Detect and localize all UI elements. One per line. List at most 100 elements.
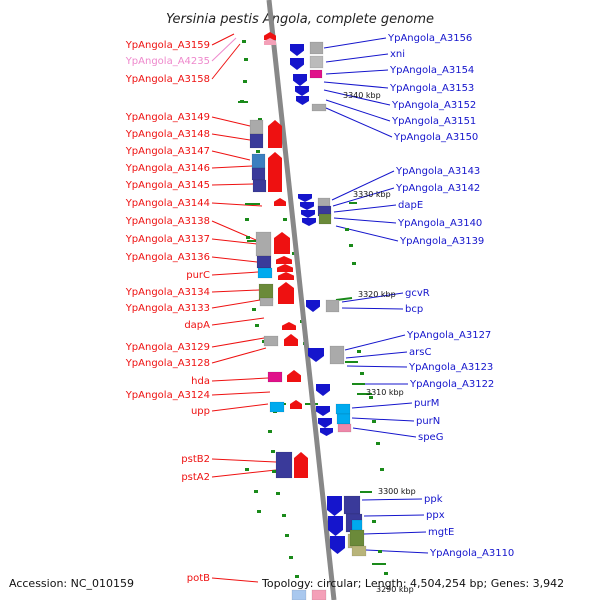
tick-mark-31 xyxy=(282,514,286,517)
tick-mark-0 xyxy=(242,40,246,43)
tick-mark-7 xyxy=(246,236,250,239)
gene-glyph-63 xyxy=(349,529,365,547)
tick-mark-30 xyxy=(276,492,280,495)
right-connector-5 xyxy=(325,99,391,122)
right-connector-23 xyxy=(363,531,427,535)
left-connector-2 xyxy=(211,43,241,80)
right-connector-20 xyxy=(352,427,417,438)
gene-glyph-17 xyxy=(268,152,282,192)
right-connector-0 xyxy=(323,37,387,49)
tick-mark-6 xyxy=(245,218,249,221)
left-connector-19 xyxy=(211,391,271,396)
right-gene-label-23: mgtE xyxy=(428,527,454,538)
left-gene-label-9: YpAngola_A3138 xyxy=(125,216,210,227)
gene-glyph-16 xyxy=(252,179,267,193)
left-connector-6 xyxy=(211,165,253,169)
tick-mark-34 xyxy=(295,575,299,578)
left-connector-23 xyxy=(211,577,259,583)
tick-mark-21 xyxy=(372,420,376,423)
left-connector-12 xyxy=(211,271,259,276)
right-connector-3 xyxy=(323,81,389,89)
left-connector-22 xyxy=(211,469,277,478)
left-gene-label-17: YpAngola_A3128 xyxy=(125,358,210,369)
left-gene-label-0: YpAngola_A3159 xyxy=(125,40,210,51)
right-gene-label-2: YpAngola_A3154 xyxy=(389,65,474,76)
left-connector-7 xyxy=(211,183,254,186)
gene-glyph-22 xyxy=(302,218,316,226)
right-gene-label-21: ppk xyxy=(424,494,443,505)
left-connector-5 xyxy=(211,150,251,161)
gene-glyph-32 xyxy=(278,272,294,280)
right-gene-label-11: YpAngola_A3139 xyxy=(399,236,484,247)
gene-glyph-55 xyxy=(294,452,308,478)
right-gene-label-16: YpAngola_A3123 xyxy=(408,362,493,373)
gene-glyph-31 xyxy=(277,264,293,272)
gene-glyph-21 xyxy=(301,210,315,218)
gene-glyph-65 xyxy=(291,589,307,600)
tick-mark-23 xyxy=(380,468,384,471)
left-gene-label-23: potB xyxy=(187,573,210,584)
gene-glyph-42 xyxy=(329,345,345,365)
right-gene-label-24: YpAngola_A3110 xyxy=(429,548,514,559)
gene-glyph-47 xyxy=(290,400,302,409)
right-connector-16 xyxy=(346,365,408,368)
tick-mark-1 xyxy=(244,58,248,61)
gene-glyph-59 xyxy=(343,495,361,515)
left-gene-label-11: YpAngola_A3136 xyxy=(125,252,210,263)
right-gene-label-8: YpAngola_A3142 xyxy=(395,183,480,194)
tick-mark-17 xyxy=(352,262,356,265)
gene-glyph-58 xyxy=(330,536,345,554)
gene-glyph-66 xyxy=(311,589,327,600)
gene-glyph-12 xyxy=(249,133,264,149)
right-connector-4 xyxy=(323,89,391,106)
right-connector-12 xyxy=(341,292,404,303)
gene-glyph-49 xyxy=(318,418,332,428)
right-gene-label-22: ppx xyxy=(426,510,445,521)
gene-glyph-37 xyxy=(306,300,320,312)
gene-glyph-33 xyxy=(258,283,274,301)
gene-glyph-30 xyxy=(276,256,292,264)
left-gene-label-20: upp xyxy=(191,406,210,417)
gene-glyph-54 xyxy=(275,451,293,479)
right-connector-6 xyxy=(325,107,393,138)
tick-mark-2 xyxy=(243,80,247,83)
tick-mark-4 xyxy=(258,118,262,121)
tick-mark-16 xyxy=(349,244,353,247)
right-gene-label-14: YpAngola_A3127 xyxy=(406,330,491,341)
tick-mark-32 xyxy=(285,534,289,537)
gene-glyph-45 xyxy=(316,384,330,396)
kbp-label-4: 3300 kbp xyxy=(378,487,416,496)
gene-glyph-19 xyxy=(298,194,312,202)
gene-glyph-7 xyxy=(293,74,307,86)
gene-glyph-34 xyxy=(259,297,274,307)
gene-glyph-14 xyxy=(251,153,266,169)
tick-mark-26 xyxy=(384,572,388,575)
right-gene-label-1: xni xyxy=(390,49,405,60)
kbp-label-2: 3320 kbp xyxy=(358,290,396,299)
left-connector-14 xyxy=(211,299,261,309)
left-gene-label-10: YpAngola_A3137 xyxy=(125,234,210,245)
gene-glyph-10 xyxy=(311,103,327,112)
gene-glyph-56 xyxy=(327,496,342,516)
right-connector-14 xyxy=(344,334,406,351)
right-connector-10 xyxy=(333,217,397,224)
left-gene-label-6: YpAngola_A3146 xyxy=(125,163,210,174)
right-connector-21 xyxy=(361,498,423,501)
connector-lines xyxy=(211,33,429,583)
right-connector-18 xyxy=(351,402,413,409)
right-gene-label-7: YpAngola_A3143 xyxy=(395,166,480,177)
gene-glyph-9 xyxy=(296,96,309,105)
gene-glyph-40 xyxy=(284,334,298,346)
gene-labels: YpAngola_A3159YpAngola_A4235YpAngola_A31… xyxy=(125,33,515,584)
right-gene-label-4: YpAngola_A3152 xyxy=(391,100,476,111)
kbp-label-3: 3310 kbp xyxy=(366,388,404,397)
backbone-line xyxy=(266,0,337,600)
tick-mark-20 xyxy=(369,396,373,399)
gene-glyph-28 xyxy=(256,255,272,269)
left-connector-1 xyxy=(211,37,237,62)
gene-glyph-36 xyxy=(282,322,296,330)
right-connector-15 xyxy=(345,351,408,359)
left-gene-label-22: pstA2 xyxy=(181,472,210,483)
